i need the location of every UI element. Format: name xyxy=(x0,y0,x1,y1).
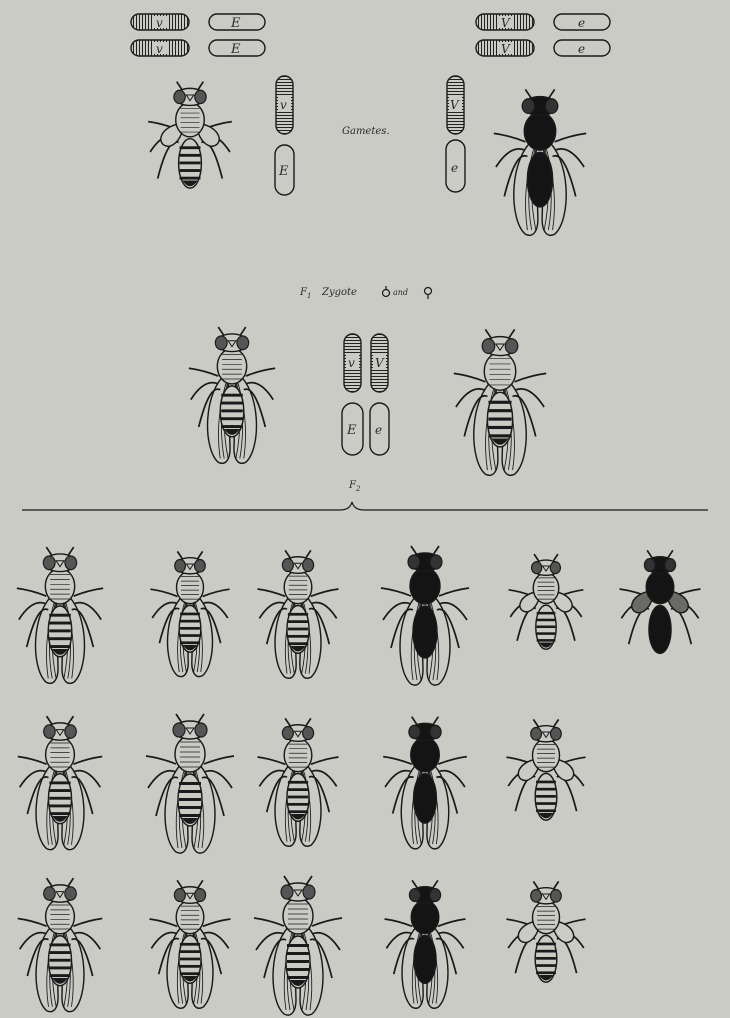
gamete-rod-label: v xyxy=(280,98,287,112)
f2-brace: F 2 xyxy=(22,480,708,510)
rod-label: V xyxy=(501,16,511,30)
left-parent-chromosomes: v E v E xyxy=(131,14,265,57)
gamete-rod-label: V xyxy=(450,98,460,112)
right-gametes: V e xyxy=(446,76,465,192)
oval-label: e xyxy=(578,42,585,56)
female-symbol-icon xyxy=(425,288,432,300)
fly-ebony-vestigial xyxy=(620,550,701,653)
fly-ebony-long xyxy=(383,717,467,849)
left-gametes: v E xyxy=(275,76,294,195)
rod-label: v xyxy=(156,16,163,30)
fly-vestigial xyxy=(506,719,585,820)
fly-normal xyxy=(150,551,229,676)
rod-label: V xyxy=(501,42,511,56)
oval-label: E xyxy=(230,16,241,31)
fly-normal xyxy=(258,718,339,846)
oval-label: e xyxy=(578,16,585,30)
f1-chromosomes: v V E e xyxy=(342,334,389,455)
fly-normal xyxy=(17,547,103,683)
chromosome-pair: v E xyxy=(131,14,265,31)
f1-oval-label-2: e xyxy=(375,423,382,437)
fly-normal xyxy=(146,714,234,853)
chromosome-pair: V e xyxy=(476,40,610,56)
f1-label: F 1 Zygote and xyxy=(299,286,432,300)
fly-ebony-long xyxy=(381,546,469,685)
fly-normal xyxy=(18,878,102,1011)
f1-rod-label-2: V xyxy=(375,356,385,370)
gamete-oval-label: e xyxy=(451,161,458,175)
flies-layer xyxy=(17,82,701,1015)
f1-oval-label-1: E xyxy=(346,423,357,438)
fly-ebony-long xyxy=(385,880,466,1008)
fly-vestigial xyxy=(148,82,232,188)
right-parent-chromosomes: V e V e xyxy=(476,14,610,56)
gametes-label: Gametes. xyxy=(342,126,390,137)
fly-normal xyxy=(254,876,342,1015)
fly-normal xyxy=(150,880,231,1008)
fly-ebony-long xyxy=(494,89,586,235)
fly-normal xyxy=(189,327,275,463)
fly-normal xyxy=(454,329,546,475)
chromosome-pair: V e xyxy=(476,14,610,30)
fly-normal xyxy=(258,550,339,678)
oval-label: E xyxy=(230,42,241,57)
and-label: and xyxy=(393,288,408,297)
fly-normal xyxy=(18,716,102,849)
chromosome-pair: v E xyxy=(131,40,265,57)
fly-vestigial xyxy=(506,881,585,982)
f2-subscript: 2 xyxy=(355,485,361,493)
fly-vestigial xyxy=(509,554,584,649)
gamete-oval-label: E xyxy=(278,164,289,179)
f1-subscript: 1 xyxy=(307,292,311,300)
zygote-label: Zygote xyxy=(321,287,357,298)
rod-label: v xyxy=(156,42,163,56)
male-symbol-icon xyxy=(383,286,390,297)
f1-rod-label-1: v xyxy=(348,356,355,370)
